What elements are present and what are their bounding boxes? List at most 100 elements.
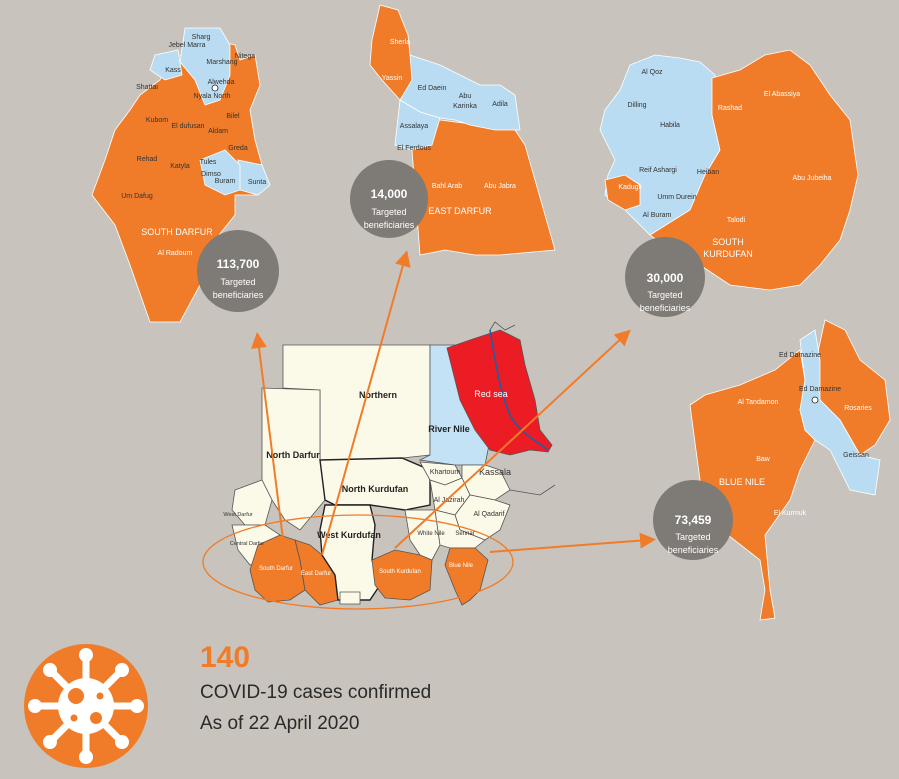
svg-text:Sherla: Sherla — [390, 39, 410, 46]
nile-river — [489, 329, 549, 451]
region-name-south-darfur: SOUTH DARFUR — [141, 227, 213, 237]
label-north-darfur: North Darfur — [266, 450, 320, 460]
state-west-kurdufan[interactable] — [319, 504, 381, 601]
state-south-darfur[interactable] — [249, 534, 306, 603]
svg-text:Targeted: Targeted — [647, 290, 682, 300]
label-west-darfur: West Darfur — [223, 512, 252, 518]
svg-text:Geissan: Geissan — [843, 452, 869, 459]
label-al-qadarif: Al Qadarif — [473, 511, 504, 518]
svg-text:Tules: Tules — [200, 159, 217, 166]
state-south-kurdufan[interactable] — [371, 549, 433, 601]
svg-text:Abu: Abu — [459, 93, 472, 100]
svg-text:Heiban: Heiban — [697, 169, 719, 176]
svg-text:Sunta: Sunta — [248, 179, 266, 186]
covid-cases-label: COVID-19 cases confirmed — [200, 682, 432, 703]
arrows — [251, 250, 656, 556]
svg-text:Jebel Marra: Jebel Marra — [169, 42, 206, 49]
label-red-sea: Red sea — [474, 389, 508, 399]
inset-blue-nile — [689, 319, 891, 621]
border-line — [489, 321, 516, 331]
covid-cases-date: As of 22 April 2020 — [200, 713, 360, 734]
region-name-east-darfur: EAST DARFUR — [428, 206, 492, 216]
border-line-east — [509, 484, 556, 496]
svg-text:Kass: Kass — [165, 67, 181, 74]
svg-text:Marshang: Marshang — [206, 59, 237, 66]
label-khartoum: Khartoum — [430, 469, 461, 476]
svg-text:Al Tandamon: Al Tandamon — [738, 399, 779, 406]
svg-text:Bilel: Bilel — [226, 113, 240, 120]
virus-icon — [24, 644, 148, 768]
label-white-nile: White Nile — [417, 531, 445, 537]
svg-text:Baw: Baw — [756, 456, 771, 463]
inset-south-kurdufan — [599, 49, 859, 291]
svg-text:Buram: Buram — [215, 178, 236, 185]
beneficiaries-east-darfur: 14,000 — [371, 187, 408, 201]
beneficiaries-south-darfur: 113,700 — [217, 257, 260, 271]
svg-text:Kubom: Kubom — [146, 117, 168, 124]
label-central-darfur: Central Darfur — [230, 541, 265, 547]
svg-text:Katyla: Katyla — [170, 163, 190, 170]
svg-text:El dufusan: El dufusan — [171, 123, 204, 130]
label-blue-nile: Blue Nile — [449, 563, 474, 569]
svg-text:Sharg: Sharg — [192, 34, 211, 41]
badge-east-darfur: 14,000 Targeted beneficiaries — [350, 160, 428, 238]
inset-south-darfur-labels: Sharg Jebel Marra Marshang Nitega Kass A… — [121, 34, 266, 257]
svg-text:El Abassiya: El Abassiya — [764, 91, 800, 98]
svg-text:Al Qoz: Al Qoz — [641, 69, 663, 76]
svg-text:Talodi: Talodi — [727, 217, 746, 224]
svg-text:beneficiaries: beneficiaries — [364, 220, 415, 230]
state-sennar[interactable] — [434, 509, 486, 549]
svg-text:Rosaries: Rosaries — [844, 405, 872, 412]
svg-text:Al Buram: Al Buram — [643, 212, 672, 219]
svg-text:Ed Daein: Ed Daein — [418, 85, 447, 92]
svg-text:Um Dafug: Um Dafug — [121, 193, 153, 200]
label-south-kurdufan: South Kurdufan — [379, 569, 421, 575]
region-name-south-kurdufan: SOUTH — [712, 237, 744, 247]
svg-text:Kadugli: Kadugli — [618, 184, 642, 191]
svg-text:Nitega: Nitega — [235, 53, 255, 60]
badge-blue-nile: 73,459 Targeted beneficiaries — [653, 480, 733, 560]
svg-text:Greda: Greda — [228, 145, 248, 152]
badge-south-kurdufan: 30,000 Targeted beneficiaries — [625, 237, 705, 317]
svg-text:Dimso: Dimso — [201, 171, 221, 178]
badge-south-darfur: 113,700 Targeted beneficiaries — [197, 230, 279, 312]
svg-text:Assalaya: Assalaya — [400, 123, 429, 130]
label-river-nile: River Nile — [428, 424, 470, 434]
svg-text:Reif Ashargi: Reif Ashargi — [639, 167, 677, 174]
svg-text:Rehad: Rehad — [137, 156, 158, 163]
svg-text:Bahl Arab: Bahl Arab — [432, 183, 462, 190]
svg-text:Abu Jabra: Abu Jabra — [484, 183, 516, 190]
svg-text:Targeted: Targeted — [220, 277, 255, 287]
svg-text:Yassin: Yassin — [382, 75, 403, 82]
svg-text:Rashad: Rashad — [718, 105, 742, 112]
svg-text:Habila: Habila — [660, 122, 680, 129]
svg-text:Alwehda: Alwehda — [208, 79, 235, 86]
svg-text:Karinka: Karinka — [453, 103, 477, 110]
sudan-map — [231, 329, 553, 606]
svg-text:Umm Durein: Umm Durein — [657, 194, 696, 201]
svg-text:Abu Jubeiha: Abu Jubeiha — [793, 175, 832, 182]
label-northern: Northern — [359, 390, 397, 400]
svg-text:Adila: Adila — [492, 101, 508, 108]
state-red-sea[interactable] — [446, 329, 553, 456]
beneficiaries-south-kurdufan: 30,000 — [647, 271, 684, 285]
svg-text:KURDUFAN: KURDUFAN — [703, 249, 753, 259]
svg-text:beneficiaries: beneficiaries — [213, 290, 264, 300]
svg-text:Nyala North: Nyala North — [194, 93, 231, 100]
state-blue-nile[interactable] — [444, 547, 489, 606]
svg-text:El Kurmuk: El Kurmuk — [774, 510, 807, 517]
inset-east-darfur-labels: Sherla Yassin Ed Daein Abu Karinka Adila… — [382, 39, 516, 216]
label-west-kurdufan: West Kurdufan — [317, 530, 381, 540]
inset-south-kurdufan-labels: Al Qoz Dilling Habila Rashad El Abassiya… — [618, 69, 831, 259]
label-south-darfur: South Darfur — [259, 566, 293, 572]
svg-text:Targeted: Targeted — [675, 532, 710, 542]
svg-text:Ed Damazine: Ed Damazine — [779, 352, 821, 359]
svg-text:El Ferdous: El Ferdous — [397, 145, 431, 152]
label-sennar: Sennar — [455, 531, 474, 537]
highlight-ellipse — [202, 514, 514, 610]
svg-text:Al Radoum: Al Radoum — [158, 250, 193, 257]
beneficiaries-blue-nile: 73,459 — [675, 513, 712, 527]
region-name-blue-nile: BLUE NILE — [719, 477, 765, 487]
label-east-darfur: East Darfur — [301, 571, 331, 577]
